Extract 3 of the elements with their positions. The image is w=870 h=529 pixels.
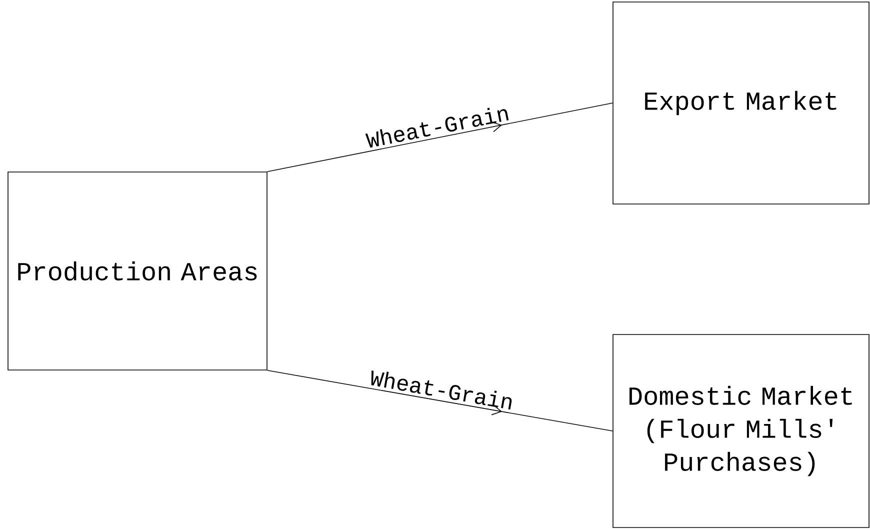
process-box: Domestic Market (Flour Mills' Purchases) — [612, 334, 870, 528]
process-box: Export Market — [612, 2, 870, 204]
process-box: Production Areas — [8, 172, 268, 370]
